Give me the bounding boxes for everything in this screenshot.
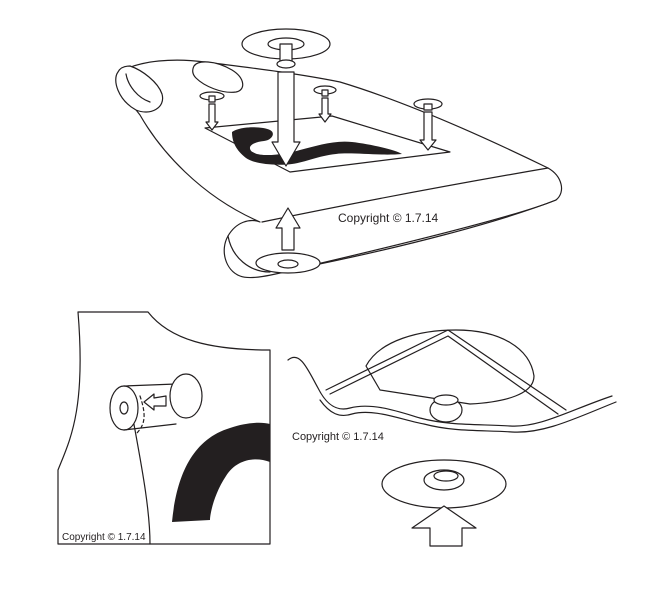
emblem-corner [172,422,270,522]
suction-cup-head [169,373,203,419]
emblem-graphic [232,127,402,165]
suction-disc-back [365,329,535,405]
caption-bottom-right: Copyright © 1.7.14 [292,431,384,443]
mat-outline [119,59,563,279]
base-cup-bottom-right [381,459,507,509]
mat-roll-bottom-curve [227,235,271,273]
wavy-surface [287,356,613,427]
base-cup-top-panel [255,252,321,274]
cup-ring-hole [119,401,129,415]
sheet-edge-inner [329,335,559,415]
wavy-surface-lower [319,399,617,433]
mat-roll-left-inner [125,73,151,103]
arrow-left-small [143,393,167,411]
arrow-down-large [271,71,301,167]
cup-stem [123,383,177,431]
panel-frame [57,311,271,545]
mat-roll-mid [192,61,244,93]
arrow-up-bottom-right [411,505,477,547]
caption-bottom-left: Copyright © 1.7.14 [62,532,146,543]
mat-front-edge [299,199,557,269]
bottom-right-illustration: Copyright © 1.7.14 [287,329,617,547]
suction-cup-large [241,28,331,69]
mat-roll-left [115,65,164,113]
top-illustration: Copyright © 1.7.14 [115,28,563,279]
cup-ring [109,385,139,431]
sheet-edge [325,329,567,411]
bottom-left-illustration: Copyright © 1.7.14 [57,311,271,545]
suction-cup-small-middle [313,85,337,123]
arrow-up-top-panel [275,207,301,251]
suction-cup-small-right [413,98,443,151]
suction-cup-small-left [199,91,225,131]
cup-knob-top [433,394,459,406]
dashed-guide [135,395,145,435]
emblem-graphic-cut [300,131,344,146]
caption-top: Copyright © 1.7.14 [338,211,439,225]
